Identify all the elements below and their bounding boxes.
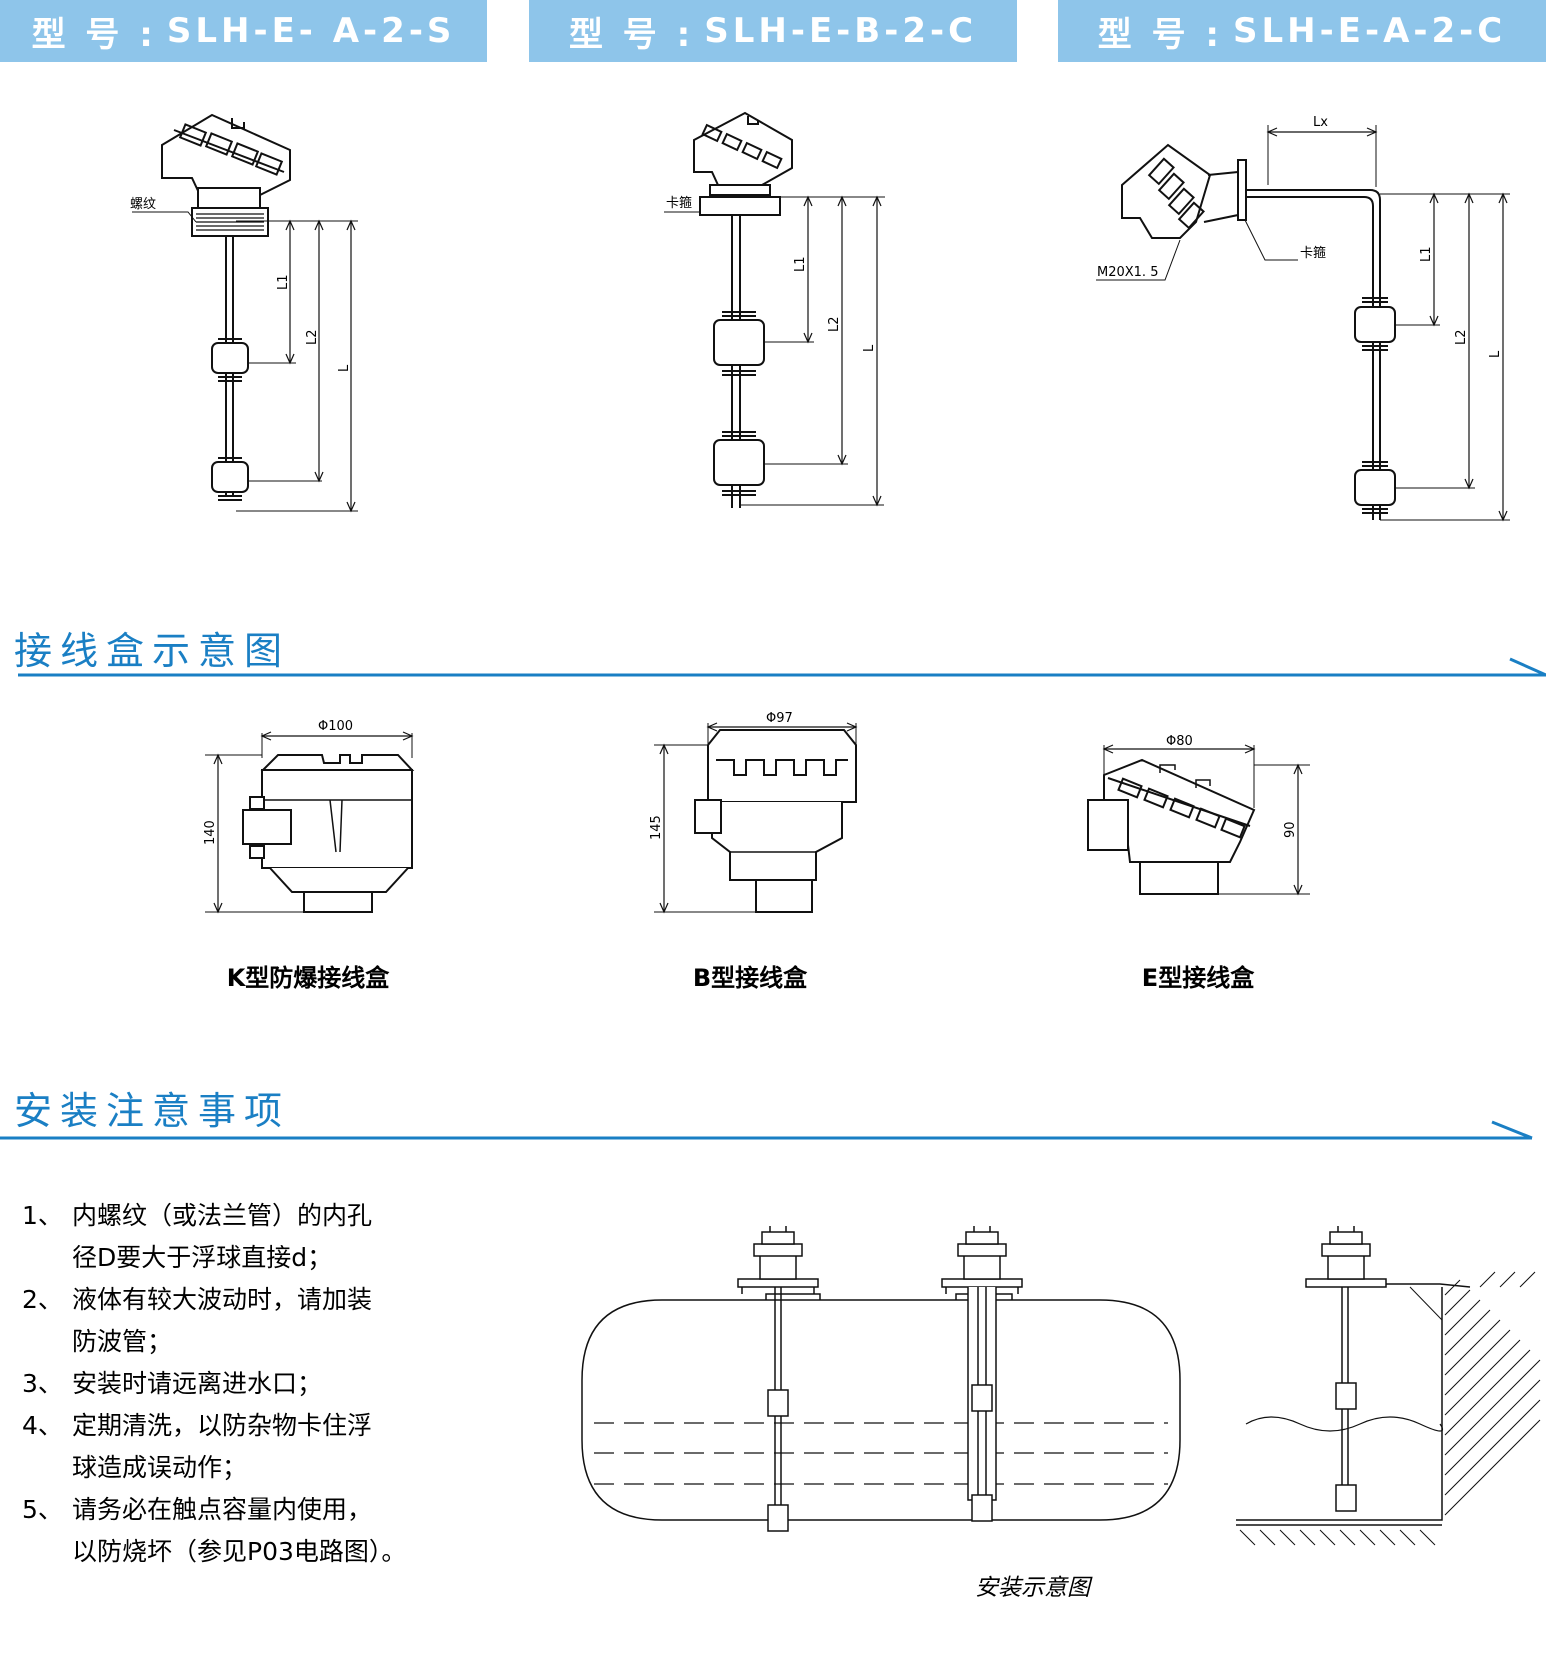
note-text: 液体有较大波动时，请加装 防波管； [72,1279,542,1363]
model-prefix: 型 号 : [568,14,695,55]
dim-l1: L1 [276,274,291,290]
note-line: 以防烧坏（参见P03电路图）。 [72,1537,407,1566]
e-box-caption: E型接线盒 [1141,964,1255,992]
b-height: 145 [649,815,664,840]
k-box-caption: K型防爆接线盒 [226,964,390,992]
note-line: 液体有较大波动时，请加装 [72,1285,373,1314]
clamp-label: 卡箍 [666,195,692,211]
product-drawings: 螺纹 L1 L2 L 卡箍 L1 L2 L [130,111,1510,522]
note-number: 4、 [22,1411,63,1440]
model-code: SLH-E- A-2-S [166,11,456,51]
b-diameter: Φ97 [766,711,793,726]
junction-section-title: 接线盒示意图 [14,629,291,673]
dim-l: L [1488,350,1503,358]
note-item: 1、 内螺纹（或法兰管）的内孔 径D要大于浮球直接d； [22,1195,542,1279]
note-item: 3、 安装时请远离进水口； [22,1363,542,1405]
note-text: 安装时请远离进水口； [72,1363,542,1405]
dim-l1: L1 [1419,246,1434,262]
install-notes: 1、 内螺纹（或法兰管）的内孔 径D要大于浮球直接d； 2、 液体有较大波动时，… [22,1195,542,1573]
dim-lx: Lx [1313,115,1328,130]
dim-l2: L2 [1454,329,1469,345]
dim-l: L [862,344,877,352]
clamp-label: 卡箍 [1300,245,1326,261]
junction-box-drawings: Φ100 140 Φ97 145 Φ80 [203,711,1310,914]
note-number: 2、 [22,1285,63,1314]
install-diagram-caption: 安装示意图 [975,1575,1090,1601]
model-code: SLH-E-B-2-C [704,11,978,51]
b-box-caption: B型接线盒 [692,964,808,992]
model-header-1: 型 号 : SLH-E- A-2-S [0,0,487,62]
note-line: 定期清洗，以防杂物卡住浮 [72,1411,373,1440]
note-item: 2、 液体有较大波动时，请加装 防波管； [22,1279,542,1363]
section-divider-1 [18,657,1546,677]
note-number: 1、 [22,1201,63,1230]
k-height: 140 [203,820,218,845]
note-text: 内螺纹（或法兰管）的内孔 径D要大于浮球直接d； [72,1195,542,1279]
note-line: 请务必在触点容量内使用， [72,1495,373,1524]
note-line: 防波管； [72,1327,173,1356]
dim-l: L [337,364,352,372]
drawing-model-3: M20X1. 5 卡箍 Lx L1 L2 L [1096,115,1510,522]
note-text: 请务必在触点容量内使用， 以防烧坏（参见P03电路图）。 [72,1489,542,1573]
drawing-model-2: 卡箍 L1 L2 L [664,111,885,508]
k-type-box: Φ100 140 [203,719,415,914]
drawing-model-1: 螺纹 L1 L2 L [130,113,358,513]
b-type-box: Φ97 145 [649,711,858,914]
note-text: 定期清洗，以防杂物卡住浮 球造成误动作； [72,1405,542,1489]
e-type-box: Φ80 90 [1087,734,1310,896]
model-header-3: 型 号 : SLH-E-A-2-C [1058,0,1546,62]
note-number: 5、 [22,1495,63,1524]
model-code: SLH-E-A-2-C [1233,11,1507,51]
dim-l2: L2 [827,316,842,332]
note-line: 安装时请远离进水口； [72,1369,323,1398]
k-diameter: Φ100 [318,719,353,734]
note-line: 径D要大于浮球直接d； [72,1243,333,1272]
thread-label: 螺纹 [130,197,156,212]
note-line: 内螺纹（或法兰管）的内孔 [72,1201,373,1230]
note-line: 球造成误动作； [72,1453,248,1482]
note-item: 4、 定期清洗，以防杂物卡住浮 球造成误动作； [22,1405,542,1489]
section-divider-2 [0,1120,1533,1140]
dim-l2: L2 [305,329,320,345]
e-height: 90 [1283,821,1298,838]
model-header-2: 型 号 : SLH-E-B-2-C [529,0,1017,62]
dim-l1: L1 [793,256,808,272]
install-section-title: 安装注意事项 [14,1089,291,1133]
e-diameter: Φ80 [1166,734,1193,749]
note-number: 3、 [22,1369,63,1398]
installation-diagram [581,1226,1541,1546]
model-prefix: 型 号 : [1097,14,1224,55]
note-item: 5、 请务必在触点容量内使用， 以防烧坏（参见P03电路图）。 [22,1489,542,1573]
model-prefix: 型 号 : [31,14,157,55]
thread-m20-label: M20X1. 5 [1097,265,1158,280]
